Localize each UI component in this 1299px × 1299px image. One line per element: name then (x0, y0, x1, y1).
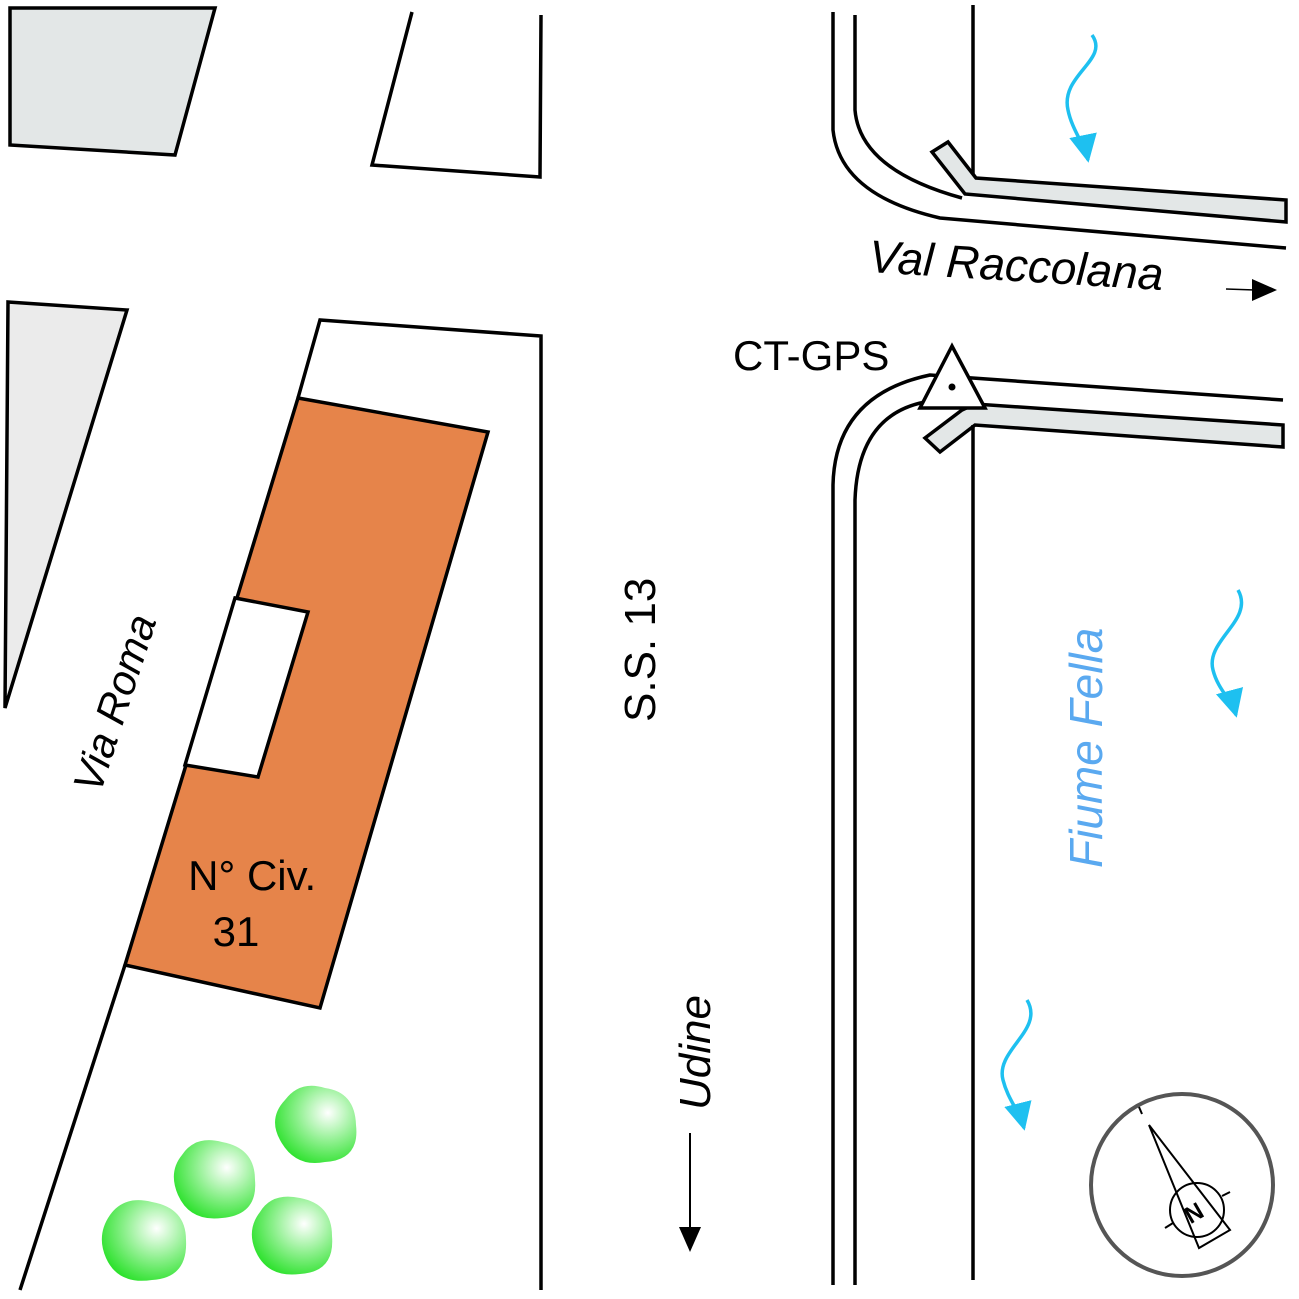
river-flow-arrow-icon (1000, 999, 1033, 1131)
parcel-boundary (296, 318, 543, 1290)
ss13-label: S.S. 13 (616, 578, 665, 722)
tree-icon (101, 1200, 187, 1281)
river-flow-arrow-icon (1210, 589, 1244, 718)
building-courtyard (182, 595, 311, 779)
road-ss13-inner (853, 400, 926, 1285)
block-top-left (8, 6, 218, 157)
tree-icon (173, 1140, 256, 1219)
block-top-middle (369, 11, 543, 179)
via-roma-edge (18, 964, 127, 1291)
ct-gps-label: CT-GPS (733, 332, 889, 379)
tree-icon (251, 1196, 333, 1275)
road-val-raccolana-inner (853, 15, 963, 200)
road-strip-bottom (922, 402, 1285, 455)
direction-arrow-icon (679, 1133, 701, 1252)
block-left (3, 300, 130, 709)
road-strip-top (929, 139, 1288, 224)
via-roma-label: Via Roma (64, 609, 165, 798)
civic-number-label: N° Civ. 31 (188, 852, 328, 955)
gps-station-triangle-icon (917, 342, 988, 410)
tree-icon (275, 1085, 357, 1164)
road-ss13-outer (831, 373, 1284, 1285)
val-raccolana-label: Val Raccolana (867, 230, 1165, 300)
udine-label: Udine (671, 995, 720, 1110)
direction-arrow-icon (1225, 279, 1277, 301)
road-val-raccolana-outer (831, 12, 1287, 250)
river-flow-arrow-icon (1065, 33, 1098, 163)
building-civ-31 (122, 396, 491, 1011)
fiume-fella-label: Fiume Fella (1060, 628, 1112, 868)
north-compass-icon: N (1089, 1092, 1275, 1278)
